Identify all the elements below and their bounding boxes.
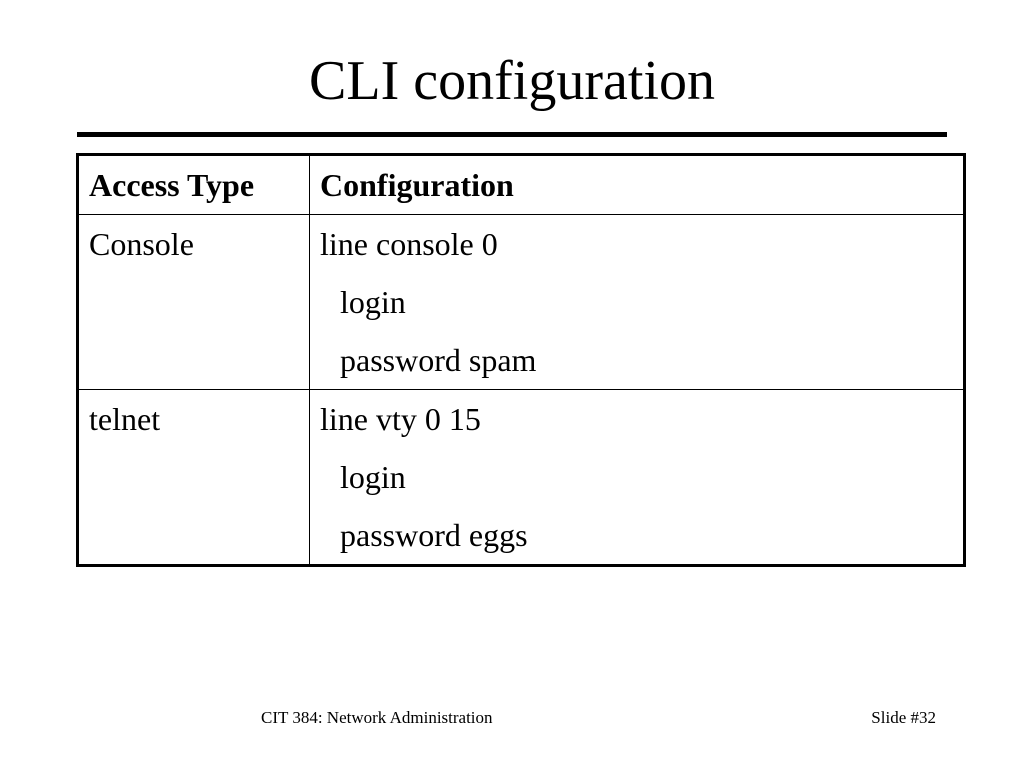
configuration-cell: line console 0 login password spam xyxy=(309,214,965,390)
footer-slide-number: Slide #32 xyxy=(871,708,936,727)
slide-title: CLI configuration xyxy=(309,50,715,112)
table-row: Console line console 0 login password sp… xyxy=(77,214,965,390)
table-row: telnet line vty 0 15 login password eggs xyxy=(77,389,965,566)
title-divider xyxy=(77,132,947,137)
access-type-cell: telnet xyxy=(77,389,310,566)
footer-course-name: CIT 384: Network Administration xyxy=(261,708,493,727)
config-line: line console 0 xyxy=(320,226,498,262)
config-line: login xyxy=(340,459,406,495)
config-line: password spam xyxy=(340,342,537,378)
config-line: login xyxy=(340,284,406,320)
access-type-cell: Console xyxy=(77,214,310,390)
config-table: Access Type Configuration Console line c… xyxy=(76,153,966,567)
config-line: line vty 0 15 xyxy=(320,401,481,437)
config-line: password eggs xyxy=(340,517,528,553)
header-configuration: Configuration xyxy=(309,154,965,215)
header-access-type: Access Type xyxy=(77,154,310,215)
table-header-row: Access Type Configuration xyxy=(77,154,965,215)
configuration-cell: line vty 0 15 login password eggs xyxy=(309,389,965,566)
